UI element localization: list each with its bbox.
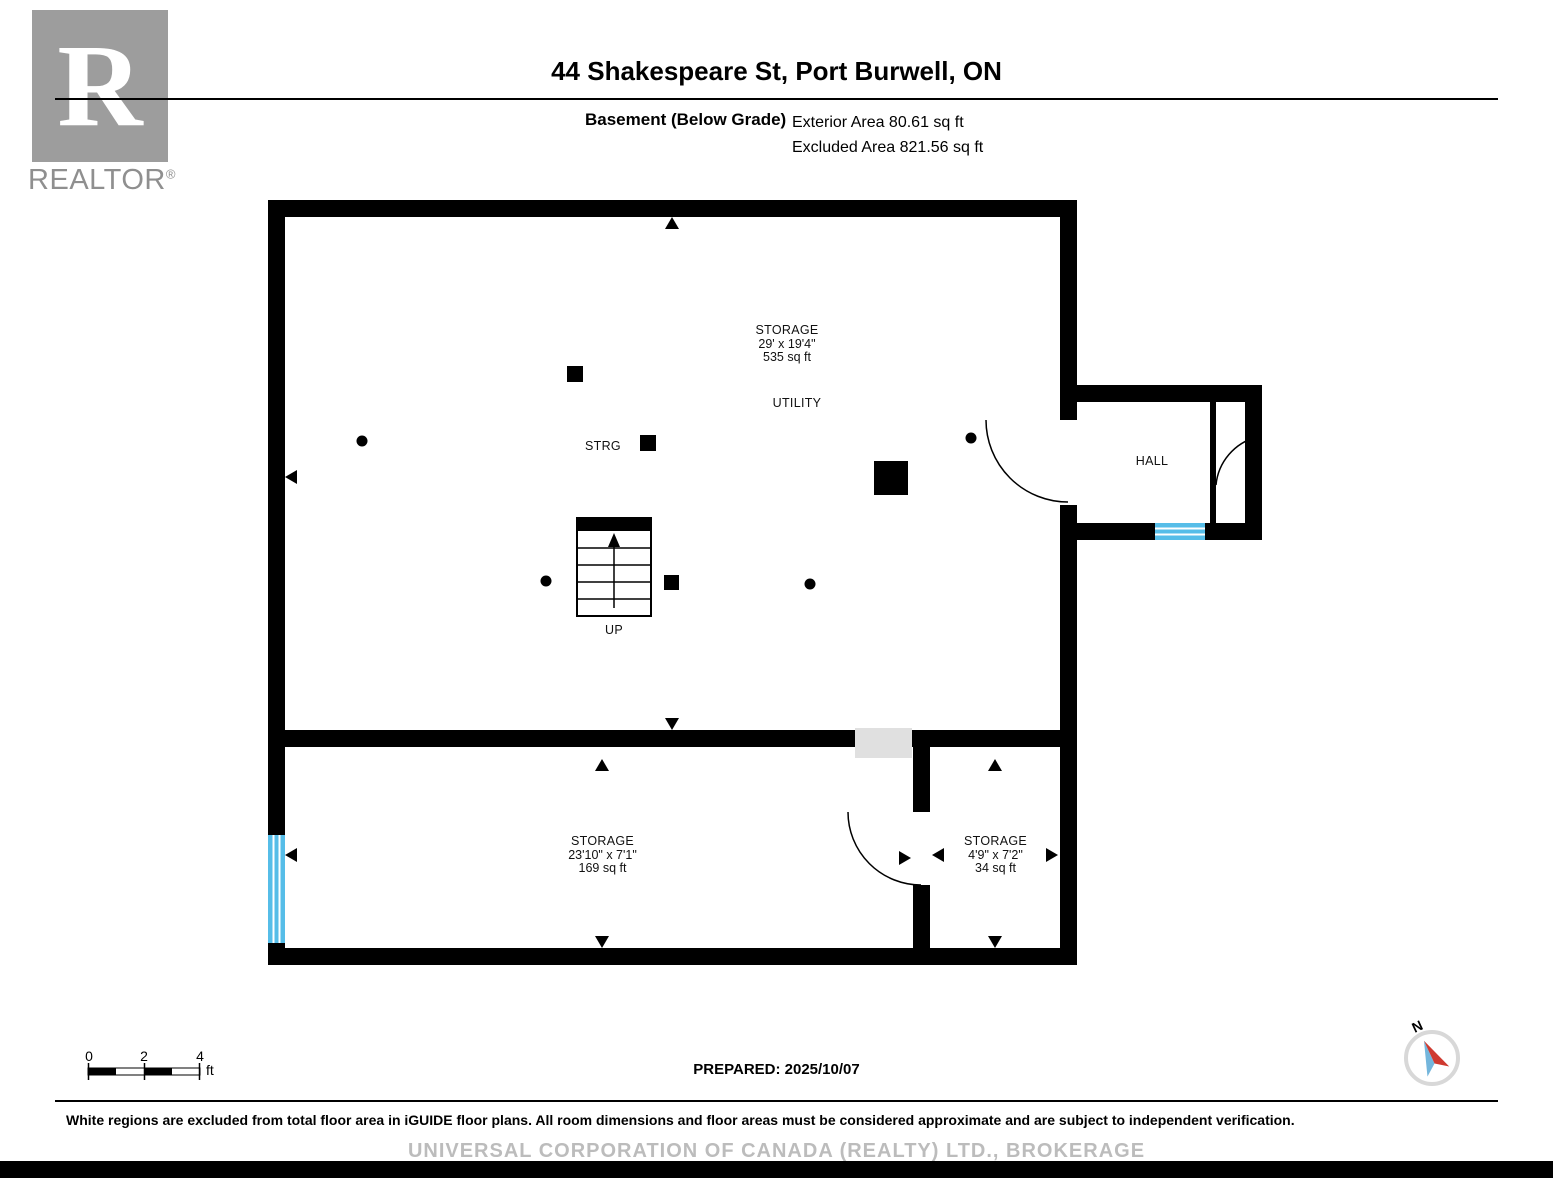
compass-icon: N [1404, 1017, 1460, 1086]
wall-segment [268, 730, 1077, 747]
footer-divider [55, 1100, 1498, 1102]
scale-bar-segment [144, 1068, 172, 1075]
room-dims: 23'10" x 7'1" [568, 847, 637, 862]
room-name: UTILITY [772, 396, 822, 410]
column-marker [640, 435, 656, 451]
room-label-storage-main: STORAGE 29' x 19'4" 535 sq ft [707, 323, 867, 365]
dimension-arrow-icon [988, 936, 1002, 948]
wall-segment [1077, 385, 1262, 402]
scale-label-0: 0 [85, 1048, 93, 1064]
room-label-strg: STRG [573, 439, 633, 454]
post-marker [965, 432, 977, 444]
bottom-bar [0, 1161, 1553, 1178]
wall-segment [913, 885, 930, 948]
registered-mark: ® [165, 166, 176, 182]
window [1155, 523, 1205, 540]
room-label-storage-right: STORAGE 4'9" x 7'2" 34 sq ft [923, 834, 1068, 876]
dimension-arrow-icon [932, 848, 944, 862]
column-marker [567, 366, 583, 382]
wall-segment [1077, 523, 1155, 540]
stairs-landing [577, 518, 651, 531]
room-name: HALL [1135, 454, 1169, 468]
post-marker [804, 578, 816, 590]
wall-segment [268, 948, 1077, 965]
brokerage-watermark: UNIVERSAL CORPORATION OF CANADA (REALTY)… [407, 1140, 1146, 1162]
realtor-wordmark: REALTOR® [22, 164, 182, 197]
column-marker [664, 575, 679, 590]
floor-label: Basement (Below Grade) [585, 110, 787, 129]
dimension-arrow-icon [899, 851, 911, 865]
disclaimer-text: White regions are excluded from total fl… [66, 1112, 1295, 1128]
wall-segment [1060, 217, 1077, 420]
page-title: 44 Shakespeare St, Port Burwell, ON [551, 56, 1002, 86]
room-name: STRG [585, 439, 621, 453]
realtor-logo: R [32, 10, 168, 162]
scale-bar-segment [88, 1068, 116, 1075]
scale-label-4: 4 [196, 1048, 204, 1064]
dimension-arrow-icon [285, 848, 297, 862]
door-arc [1215, 436, 1258, 486]
area-summary: Exterior Area 80.61 sq ft Excluded Area … [792, 110, 983, 160]
room-name: STORAGE [571, 834, 634, 848]
room-label-up: UP [584, 623, 644, 638]
structural-columns [356, 366, 977, 590]
stairs [576, 517, 652, 617]
door-arc [847, 811, 922, 886]
up-arrow-icon [608, 533, 620, 547]
post-marker [540, 575, 552, 587]
dimension-arrow-icon [285, 470, 297, 484]
wall-segment [268, 217, 285, 835]
room-name: STORAGE [964, 834, 1027, 848]
dimension-arrow-icon [988, 759, 1002, 771]
post-marker [356, 435, 368, 447]
windows [268, 523, 1205, 943]
scale-label-2: 2 [140, 1048, 148, 1064]
exterior-area: Exterior Area 80.61 sq ft [792, 114, 964, 131]
header-divider [55, 98, 1498, 100]
room-dims: 4'9" x 7'2" [968, 847, 1023, 862]
room-area: 169 sq ft [578, 861, 627, 875]
dimension-arrows [285, 217, 1058, 948]
dimension-arrow-icon [665, 718, 679, 730]
dimension-arrow-icon [595, 759, 609, 771]
excluded-area: Excluded Area 821.56 sq ft [792, 139, 984, 156]
room-label-storage-left: STORAGE 23'10" x 7'1" 169 sq ft [520, 834, 685, 876]
room-area: 34 sq ft [975, 861, 1016, 875]
room-dims: 29' x 19'4" [758, 336, 816, 351]
door-swings [847, 419, 1258, 886]
wall-segment [913, 747, 930, 812]
scale-unit: ft [206, 1062, 214, 1078]
scale-bar [87, 1063, 201, 1080]
dimension-arrow-icon [1046, 848, 1058, 862]
realtor-wordmark-text: REALTOR [28, 164, 166, 196]
wall-segment [268, 200, 1077, 217]
window [268, 835, 285, 943]
door-arc [985, 419, 1069, 503]
wall-segment [1245, 402, 1262, 540]
compass-needle-blue [1423, 1040, 1435, 1077]
column-marker [874, 461, 908, 495]
realtor-logo-letter: R [57, 20, 143, 151]
walls [268, 200, 1262, 965]
prepared-date: PREPARED: 2025/10/07 [693, 1061, 860, 1078]
wall-opening [855, 728, 912, 758]
room-label-hall: HALL [1107, 454, 1197, 469]
wall-segment [1205, 523, 1262, 540]
dimension-arrow-icon [665, 217, 679, 229]
room-name: UP [605, 623, 623, 637]
dimension-arrow-icon [595, 936, 609, 948]
room-area: 535 sq ft [763, 350, 811, 364]
room-label-utility: UTILITY [737, 396, 857, 411]
room-name: STORAGE [755, 323, 819, 337]
wall-segment [1210, 402, 1216, 523]
